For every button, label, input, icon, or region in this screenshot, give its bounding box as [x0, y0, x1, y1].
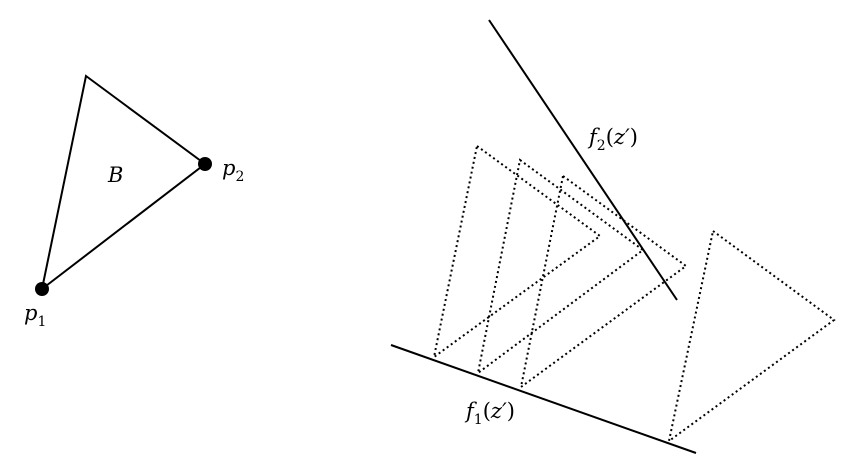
line-f1: [390, 344, 697, 454]
region-label-b: B: [107, 163, 123, 187]
right-panel: f2(z′) f1(z′): [390, 19, 836, 454]
triangle-b: [40, 74, 207, 292]
point-p1-label: p1: [24, 301, 46, 330]
dotted-triangle-1: [432, 144, 602, 360]
dotted-triangle-2: [476, 158, 645, 376]
point-p2-marker: [198, 157, 212, 171]
dotted-triangle-4: [667, 229, 836, 444]
point-p2-label: p2: [222, 156, 244, 185]
left-panel: B p1 p2: [24, 74, 244, 330]
line-f1-label: f1(z′): [464, 399, 515, 428]
point-p1-marker: [35, 282, 49, 296]
dotted-triangle-3: [519, 174, 688, 390]
line-f2-label: f2(z′): [587, 125, 638, 154]
line-f2: [488, 19, 678, 301]
